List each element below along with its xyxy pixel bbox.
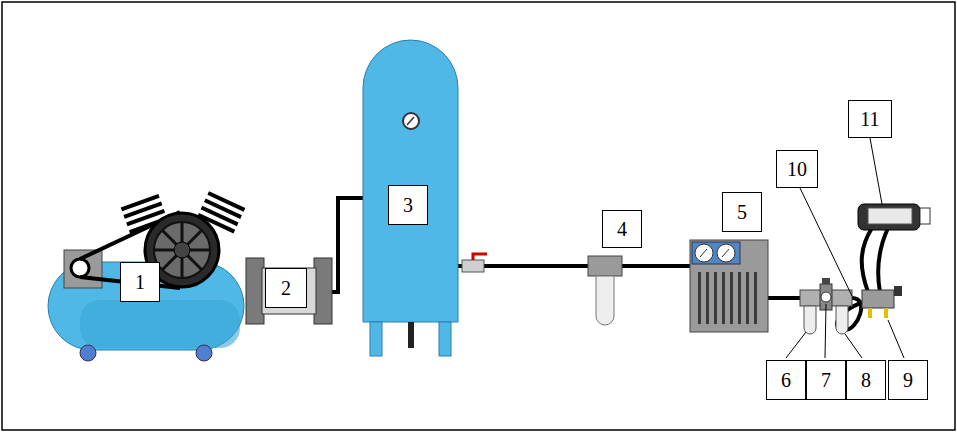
aftercooler [246, 258, 332, 324]
leader-lines [786, 138, 904, 358]
line-filter [588, 256, 622, 325]
callout-number: 3 [403, 195, 413, 215]
ball-valve [462, 254, 487, 272]
callout-box: 6 [766, 360, 806, 400]
callout-number: 11 [860, 109, 879, 129]
callout-box: 11 [848, 100, 892, 138]
callout-box: 1 [120, 262, 160, 302]
air-compressor [48, 193, 244, 361]
callout-box: 8 [846, 360, 886, 400]
air-dryer [690, 240, 768, 332]
callout-box: 4 [602, 210, 642, 248]
callout-number: 8 [861, 370, 871, 390]
callout-number: 5 [737, 202, 747, 222]
air-receiver-tank [363, 40, 458, 356]
callout-number: 4 [617, 219, 627, 239]
callout-box: 5 [722, 192, 762, 232]
air-motor [858, 204, 930, 230]
control-valve [862, 286, 902, 318]
callout-box: 7 [806, 360, 846, 400]
callout-box: 3 [388, 185, 428, 225]
callout-number: 2 [281, 278, 291, 298]
callout-number: 1 [135, 272, 145, 292]
callout-box: 9 [888, 360, 928, 400]
callout-number: 10 [787, 159, 807, 179]
callout-number: 9 [903, 370, 913, 390]
callout-box: 2 [265, 268, 307, 308]
callout-box: 10 [776, 150, 818, 188]
callout-number: 6 [781, 370, 791, 390]
callout-number: 7 [821, 370, 831, 390]
